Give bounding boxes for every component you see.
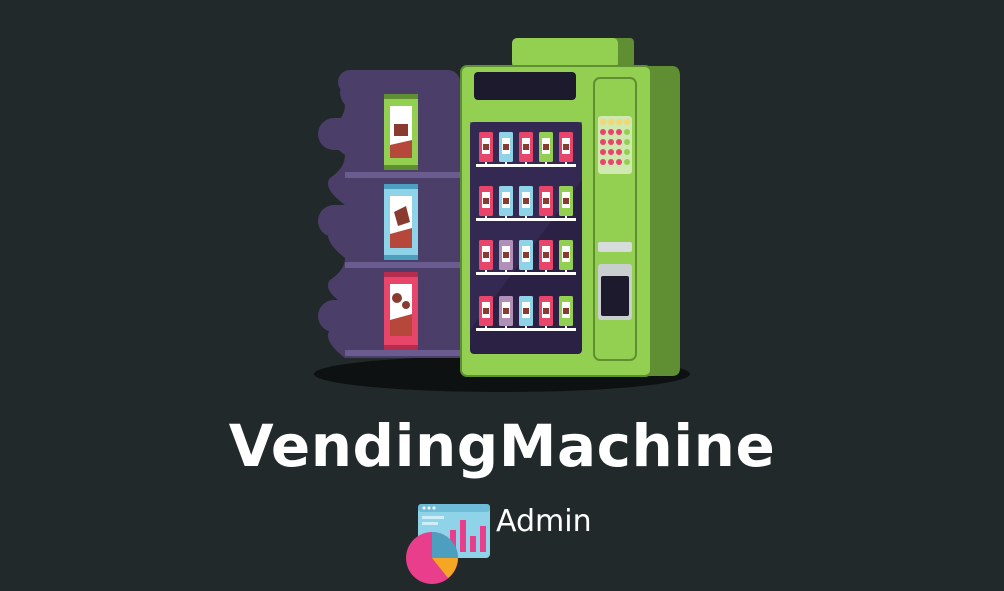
machine-snack-item <box>519 132 533 165</box>
keypad-buttons <box>600 119 630 165</box>
keypad-button <box>624 119 630 125</box>
snack-grid <box>476 132 576 331</box>
machine-snack-item <box>539 132 553 165</box>
keypad-button <box>600 129 606 135</box>
coin-slot <box>598 242 632 252</box>
machine-snack-item <box>519 296 533 329</box>
machine-snack-item <box>519 186 533 219</box>
machine-glass-window <box>470 122 582 354</box>
machine-snack-item <box>559 186 573 219</box>
machine-snack-item <box>499 296 513 329</box>
keypad-button <box>616 159 622 165</box>
keypad-button <box>600 139 606 145</box>
machine-shelf <box>476 164 576 167</box>
machine-snack-item <box>519 240 533 273</box>
machine-shelf <box>476 328 576 331</box>
snack-pack-blue <box>384 184 418 260</box>
machine-snack-item <box>559 240 573 273</box>
machine-top-sign <box>512 38 634 68</box>
machine-snack-item <box>559 132 573 165</box>
machine-snack-item <box>479 296 493 329</box>
keypad-button <box>600 119 606 125</box>
keypad-button <box>624 149 630 155</box>
page-title: VendingMachine <box>228 412 776 480</box>
snack-pack-green <box>384 94 418 170</box>
machine-snack-item <box>479 132 493 165</box>
machine-snack-item <box>499 132 513 165</box>
machine-snack-item <box>559 296 573 329</box>
keypad-button <box>624 129 630 135</box>
control-panel <box>593 77 637 361</box>
dashboard-chart-icon <box>406 504 490 584</box>
machine-snack-item <box>539 240 553 273</box>
machine-snack-item <box>499 240 513 273</box>
machine-top-display <box>474 72 576 100</box>
snack-pack-pink <box>384 272 418 350</box>
machine-snack-item <box>479 240 493 273</box>
machine-snack-item <box>539 296 553 329</box>
keypad-button <box>616 139 622 145</box>
keypad-button <box>616 149 622 155</box>
keypad-button <box>624 159 630 165</box>
machine-snack-item <box>499 186 513 219</box>
admin-label: Admin <box>496 504 592 539</box>
keypad-button <box>608 139 614 145</box>
keypad <box>598 116 632 174</box>
machine-shelf <box>476 272 576 275</box>
machine-snack-item <box>479 186 493 219</box>
keypad-button <box>616 119 622 125</box>
keypad-button <box>608 149 614 155</box>
keypad-button <box>600 159 606 165</box>
keypad-button <box>608 159 614 165</box>
keypad-button <box>608 119 614 125</box>
keypad-button <box>624 139 630 145</box>
machine-snack-item <box>539 186 553 219</box>
keypad-button <box>616 129 622 135</box>
machine-shelf <box>476 218 576 221</box>
keypad-button <box>600 149 606 155</box>
keypad-button <box>608 129 614 135</box>
vending-machine-illustration <box>314 38 690 392</box>
